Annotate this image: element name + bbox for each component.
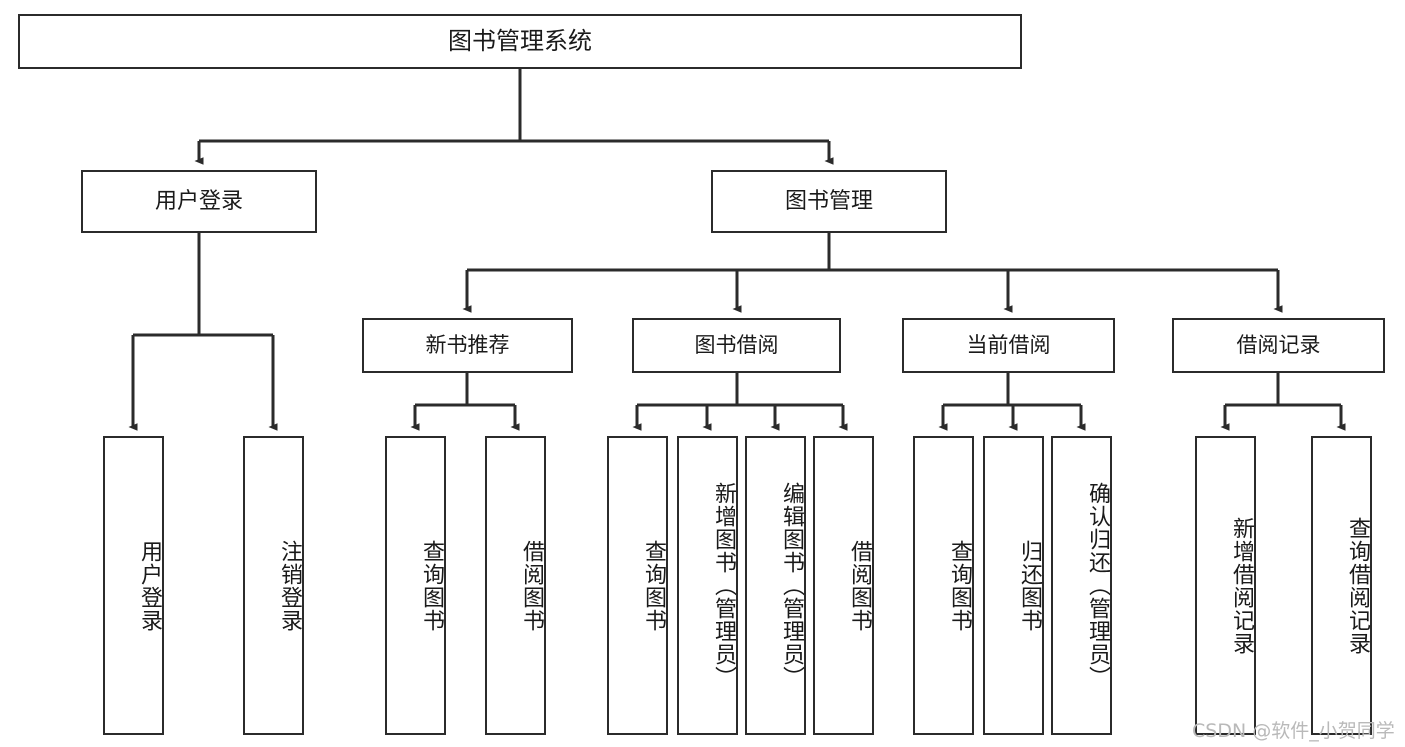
leaf-edit-book-admin-label: 编辑图书（管理员） (779, 482, 804, 689)
leaf-borrow-book[interactable]: 借阅图书 (813, 436, 874, 735)
leaf-query-book-recommend[interactable]: 查询图书 (385, 436, 446, 735)
leaf-confirm-return-admin[interactable]: 确认归还（管理员） (1051, 436, 1112, 735)
node-root[interactable]: 图书管理系统 (18, 14, 1022, 69)
node-current-borrow-label: 当前借阅 (966, 333, 1051, 358)
node-borrow-record[interactable]: 借阅记录 (1172, 318, 1385, 373)
leaf-add-book-admin-label: 新增图书（管理员） (711, 482, 736, 689)
leaf-borrow-book-recommend-label: 借阅图书 (519, 539, 544, 632)
leaf-query-book-borrow-label: 查询图书 (641, 539, 666, 632)
leaf-query-book-current[interactable]: 查询图书 (913, 436, 974, 735)
leaf-query-book-current-label: 查询图书 (947, 539, 972, 632)
leaf-return-book[interactable]: 归还图书 (983, 436, 1044, 735)
leaf-borrow-book-label: 借阅图书 (847, 539, 872, 632)
leaf-confirm-return-admin-label: 确认归还（管理员） (1085, 482, 1110, 689)
node-user-login-label: 用户登录 (154, 188, 243, 214)
leaf-user-login-label: 用户登录 (137, 539, 162, 632)
leaf-add-borrow-record[interactable]: 新增借阅记录 (1195, 436, 1256, 735)
node-book-borrow[interactable]: 图书借阅 (632, 318, 841, 373)
leaf-query-borrow-record-label: 查询借阅记录 (1345, 516, 1370, 655)
node-root-label: 图书管理系统 (448, 27, 592, 56)
leaf-edit-book-admin[interactable]: 编辑图书（管理员） (745, 436, 806, 735)
node-current-borrow[interactable]: 当前借阅 (902, 318, 1115, 373)
leaf-add-book-admin[interactable]: 新增图书（管理员） (677, 436, 738, 735)
leaf-query-book-borrow[interactable]: 查询图书 (607, 436, 668, 735)
node-user-login[interactable]: 用户登录 (81, 170, 317, 233)
leaf-user-login[interactable]: 用户登录 (103, 436, 164, 735)
node-book-management-label: 图书管理 (784, 188, 873, 214)
leaf-borrow-book-recommend[interactable]: 借阅图书 (485, 436, 546, 735)
leaf-logout-label: 注销登录 (277, 539, 302, 632)
leaf-return-book-label: 归还图书 (1017, 539, 1042, 632)
node-book-borrow-label: 图书借阅 (694, 333, 779, 358)
leaf-query-borrow-record[interactable]: 查询借阅记录 (1311, 436, 1372, 735)
leaf-logout[interactable]: 注销登录 (243, 436, 304, 735)
node-book-management[interactable]: 图书管理 (711, 170, 947, 233)
node-new-book-recommend-label: 新书推荐 (425, 333, 510, 358)
leaf-add-borrow-record-label: 新增借阅记录 (1229, 516, 1254, 655)
node-borrow-record-label: 借阅记录 (1236, 333, 1321, 358)
node-new-book-recommend[interactable]: 新书推荐 (362, 318, 573, 373)
leaf-query-book-recommend-label: 查询图书 (419, 539, 444, 632)
